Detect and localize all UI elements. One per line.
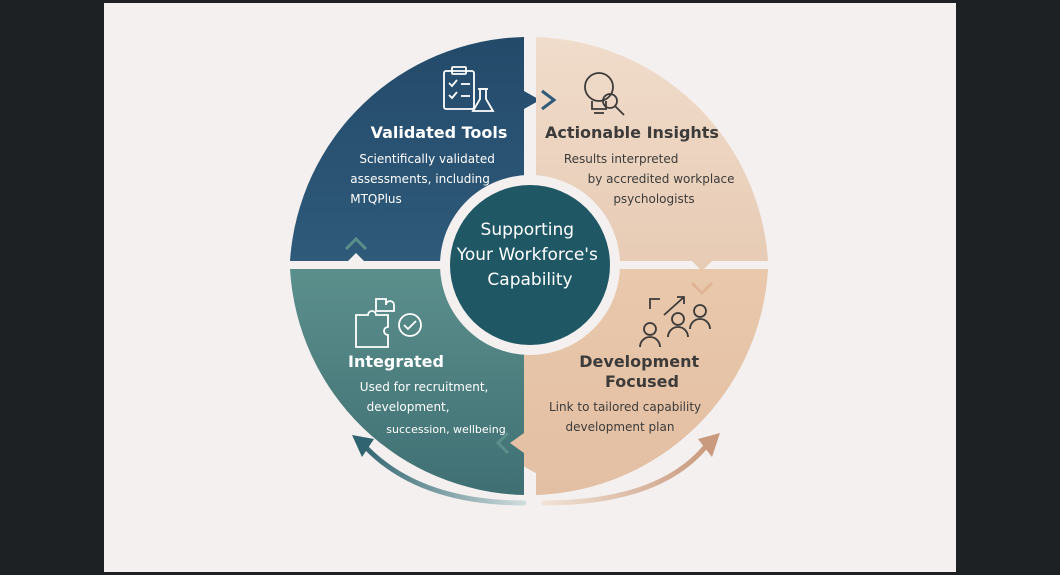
actionable-insights-body-line-2: by accredited workplace: [588, 172, 735, 186]
puzzle-check-icon: [355, 298, 422, 348]
center-title-line-2: Your Workforce's: [456, 245, 598, 265]
lightbulb-magnifier-icon: [584, 72, 625, 116]
center-circle: [450, 185, 610, 345]
validated-tools-body-line-3: MTQPlus: [350, 192, 402, 206]
integrated-body-line-2: development,: [367, 400, 450, 414]
actionable-insights-body-line-1: Results interpreted: [564, 152, 678, 166]
clipboard-flask-icon: [443, 66, 495, 112]
center-title-line-1: Supporting: [481, 220, 575, 240]
arrow-head-right-icon: [698, 433, 720, 457]
validated-tools-body-line-1: Scientifically validated: [359, 152, 494, 166]
chevron-left-icon: [495, 431, 510, 455]
chevron-right-icon: [541, 89, 557, 111]
development-focused-title: Development Focused: [579, 352, 704, 391]
chevron-down-icon: [690, 281, 714, 296]
validated-tools-body: Scientifically validated assessments, in…: [350, 152, 498, 206]
development-focused-body: Link to tailored capability development …: [549, 400, 705, 434]
arrow-head-left-icon: [352, 435, 374, 457]
arrow-sweep-left: [357, 438, 527, 506]
actionable-insights-body-line-3: psychologists: [613, 192, 694, 206]
people-growth-icon: [639, 296, 711, 348]
integrated-title: Integrated: [348, 352, 444, 371]
arrow-sweep-right: [541, 438, 713, 506]
center-title: Supporting Your Workforce's Capability: [456, 220, 604, 290]
validated-tools-title: Validated Tools: [371, 123, 508, 142]
validated-tools-body-line-2: assessments, including: [350, 172, 490, 186]
development-focused-title-line-2: Focused: [605, 372, 679, 391]
integrated-body-line-1: Used for recruitment,: [360, 380, 489, 394]
center-title-line-3: Capability: [487, 270, 572, 290]
integrated-body-line-3: succession, wellbeing: [386, 423, 505, 436]
integrated-body: Used for recruitment, development, succe…: [360, 380, 506, 436]
development-focused-title-line-1: Development: [579, 352, 699, 371]
diagram-canvas: Supporting Your Workforce's Capability V…: [104, 3, 956, 572]
chevron-up-icon: [344, 236, 368, 251]
actionable-insights-title: Actionable Insights: [545, 123, 719, 142]
development-focused-body-line-2: development plan: [566, 420, 675, 434]
cycle-diagram: Supporting Your Workforce's Capability V…: [290, 37, 768, 506]
actionable-insights-body: Results interpreted by accredited workpl…: [564, 152, 739, 206]
segment-development-focused: [492, 269, 768, 495]
development-focused-body-line-1: Link to tailored capability: [549, 400, 701, 414]
